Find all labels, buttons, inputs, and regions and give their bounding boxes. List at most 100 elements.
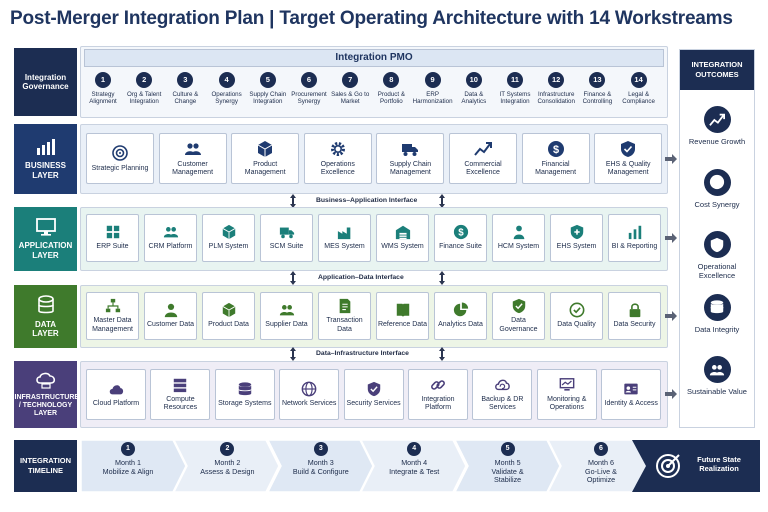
interface-arrow-1 bbox=[289, 194, 297, 208]
outcomes-title: INTEGRATION OUTCOMES bbox=[680, 50, 754, 90]
application-data-interface: Application–Data Interface bbox=[318, 274, 404, 281]
data-card: Customer Data bbox=[144, 292, 197, 340]
pmo-title: Integration PMO bbox=[84, 49, 664, 67]
cloud-sync-icon bbox=[495, 379, 511, 391]
card-label: Data Security bbox=[613, 321, 656, 329]
workstream-label: Data & Analytics bbox=[461, 91, 487, 105]
application-card: ERP Suite bbox=[86, 214, 139, 262]
business-card: Product Management bbox=[231, 133, 300, 184]
box-icon bbox=[222, 303, 235, 318]
workstream-number: 1 bbox=[95, 72, 111, 88]
workstream-number: 3 bbox=[177, 72, 194, 88]
arrow-right-icon bbox=[665, 389, 677, 399]
application-layer-label: APPLICATION LAYER bbox=[18, 241, 73, 260]
warehouse-icon bbox=[395, 226, 410, 240]
id-card-icon bbox=[624, 383, 638, 395]
timeline-label: INTEGRATION TIMELINE bbox=[14, 440, 77, 492]
interface-arrow-5 bbox=[289, 347, 297, 361]
monitor-icon bbox=[35, 218, 56, 236]
trend-icon bbox=[474, 141, 492, 156]
data-card: Data Security bbox=[608, 292, 661, 340]
timeline-chevron bbox=[361, 440, 467, 492]
workstream-number: 4 bbox=[218, 72, 235, 88]
cloud-server-icon bbox=[35, 372, 55, 389]
infrastructure-card: Cloud Platform bbox=[86, 369, 146, 420]
card-label: Strategic Planning bbox=[91, 164, 149, 172]
infrastructure-card: Network Services bbox=[279, 369, 340, 420]
card-label: Data Quality bbox=[557, 321, 596, 329]
future-state-label: Future State Realization bbox=[697, 455, 741, 474]
workstream-label: Culture & Change bbox=[172, 91, 199, 105]
storage-icon bbox=[238, 382, 252, 396]
workstream-number: 8 bbox=[383, 72, 400, 88]
users-icon bbox=[163, 227, 178, 238]
timeline-month: Month 3 bbox=[307, 458, 334, 467]
gear-icon bbox=[330, 141, 345, 156]
card-label: Operations Excellence bbox=[320, 160, 355, 176]
card-label: HCM System bbox=[497, 243, 540, 251]
timeline-month: Month 6 bbox=[588, 458, 614, 467]
book-icon bbox=[396, 304, 409, 318]
card-label: Supplier Data bbox=[265, 321, 308, 329]
card-label: WMS System bbox=[381, 243, 424, 251]
timeline-step-label: Mobilize & Align bbox=[102, 466, 154, 476]
data-card: Data Governance bbox=[492, 292, 545, 340]
database-icon bbox=[37, 295, 54, 314]
users-icon bbox=[279, 305, 294, 316]
business-layer-label: BUSINESS LAYER bbox=[25, 161, 66, 180]
interface-arrow-6 bbox=[438, 347, 446, 361]
timeline-month: Month 1 bbox=[115, 458, 141, 467]
workstream-label: Procurement Synergy bbox=[291, 91, 327, 105]
timeline-step-number: 6 bbox=[594, 442, 608, 456]
card-label: EHS System bbox=[556, 243, 597, 251]
card-label: Identity & Access bbox=[604, 399, 658, 407]
timeline-chevron bbox=[454, 440, 560, 492]
card-label: Backup & DR Services bbox=[481, 395, 524, 411]
business-card: Customer Management bbox=[158, 133, 227, 184]
workstream-number: 6 bbox=[301, 72, 317, 88]
outcome-item: $Cost Synergy bbox=[680, 168, 754, 209]
future-state-chevron bbox=[632, 440, 760, 492]
business-card: Commercial Excellence bbox=[449, 133, 517, 184]
timeline-step-label: Build & Configure bbox=[292, 466, 349, 476]
data-layer-label: DATA LAYER bbox=[32, 319, 59, 338]
workstream-number: 5 bbox=[259, 72, 276, 88]
workstream-label: IT Systems Integration bbox=[499, 91, 531, 105]
dollar-cycle-icon: $ bbox=[709, 174, 725, 190]
outcome-item: Sustainable Value bbox=[680, 356, 754, 396]
timeline-step-number: 5 bbox=[500, 442, 515, 456]
card-label: Product Management bbox=[244, 160, 286, 176]
business-card: EHS & Quality Management bbox=[594, 133, 663, 184]
workstream-number: 7 bbox=[342, 72, 359, 88]
factory-icon bbox=[337, 228, 350, 240]
card-label: Monitoring & Operations bbox=[547, 395, 587, 411]
dollar-icon: $ bbox=[453, 225, 468, 240]
outcome-label: Operational Excellence bbox=[697, 262, 737, 280]
svg-text:$: $ bbox=[714, 178, 720, 189]
card-label: Finance Suite bbox=[439, 243, 482, 251]
card-label: Storage Systems bbox=[218, 399, 272, 407]
application-card: EHS System bbox=[550, 214, 603, 262]
outcome-item: Revenue Growth bbox=[680, 106, 754, 146]
business-card: Strategic Planning bbox=[86, 133, 154, 184]
timeline-step-number: 3 bbox=[313, 442, 328, 456]
svg-text:$: $ bbox=[458, 228, 464, 239]
shield-icon bbox=[367, 381, 380, 397]
infrastructure-card: Identity & Access bbox=[601, 369, 662, 420]
card-label: Analytics Data bbox=[438, 321, 483, 329]
server-icon bbox=[174, 378, 187, 393]
timeline-step-label: Go-Live & Optimize bbox=[585, 466, 617, 485]
workstream-label: Strategy Alignment bbox=[89, 91, 117, 105]
shield-check-icon bbox=[710, 237, 724, 252]
application-card: HCM System bbox=[492, 214, 545, 262]
row-label-data: DATA LAYER bbox=[14, 285, 77, 348]
card-label: Customer Data bbox=[146, 321, 195, 329]
